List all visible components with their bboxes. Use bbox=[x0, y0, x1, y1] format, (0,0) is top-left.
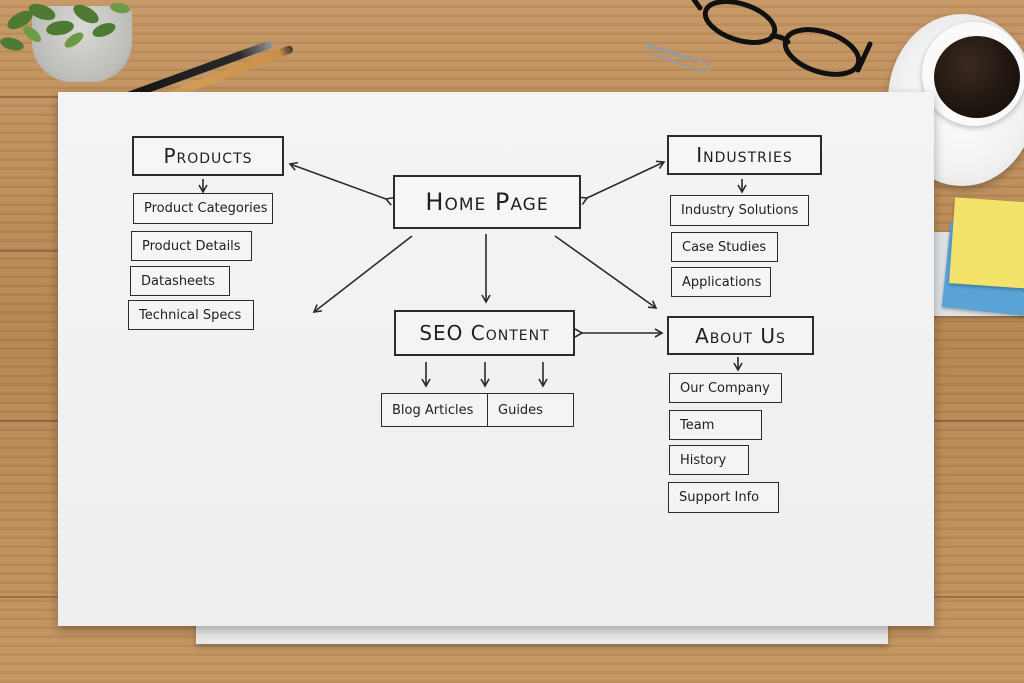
arrow-home-left bbox=[312, 235, 413, 313]
industries-box: Industries bbox=[667, 135, 822, 175]
about-item: Team bbox=[669, 410, 762, 440]
seo-item: Blog Articles bbox=[381, 393, 488, 427]
products-item: Datasheets bbox=[130, 266, 230, 296]
products-item: Product Categories bbox=[133, 193, 273, 224]
arrow-home-products bbox=[288, 161, 395, 206]
arrow-home-industries bbox=[578, 160, 666, 206]
products-item: Technical Specs bbox=[128, 300, 254, 330]
plant-leaves bbox=[0, 2, 130, 51]
about-us-box: About Us bbox=[667, 316, 814, 355]
paper-sheet bbox=[58, 92, 934, 626]
home-page-box: Home Page bbox=[393, 175, 581, 229]
industries-item: Applications bbox=[671, 267, 771, 297]
seo-content-box: SEO Content bbox=[394, 310, 575, 356]
industries-item: Case Studies bbox=[671, 232, 778, 262]
coffee bbox=[934, 36, 1020, 118]
paperclip-icon bbox=[645, 43, 710, 72]
seo-item: Guides bbox=[487, 393, 574, 427]
glasses-icon bbox=[691, 0, 873, 77]
products-box: Products bbox=[132, 136, 284, 176]
arrow-home-about bbox=[554, 235, 658, 309]
about-item: History bbox=[669, 445, 749, 475]
about-item: Our Company bbox=[669, 373, 782, 403]
about-item: Support Info bbox=[668, 482, 779, 513]
products-item: Product Details bbox=[131, 231, 252, 261]
industries-item: Industry Solutions bbox=[670, 195, 809, 226]
